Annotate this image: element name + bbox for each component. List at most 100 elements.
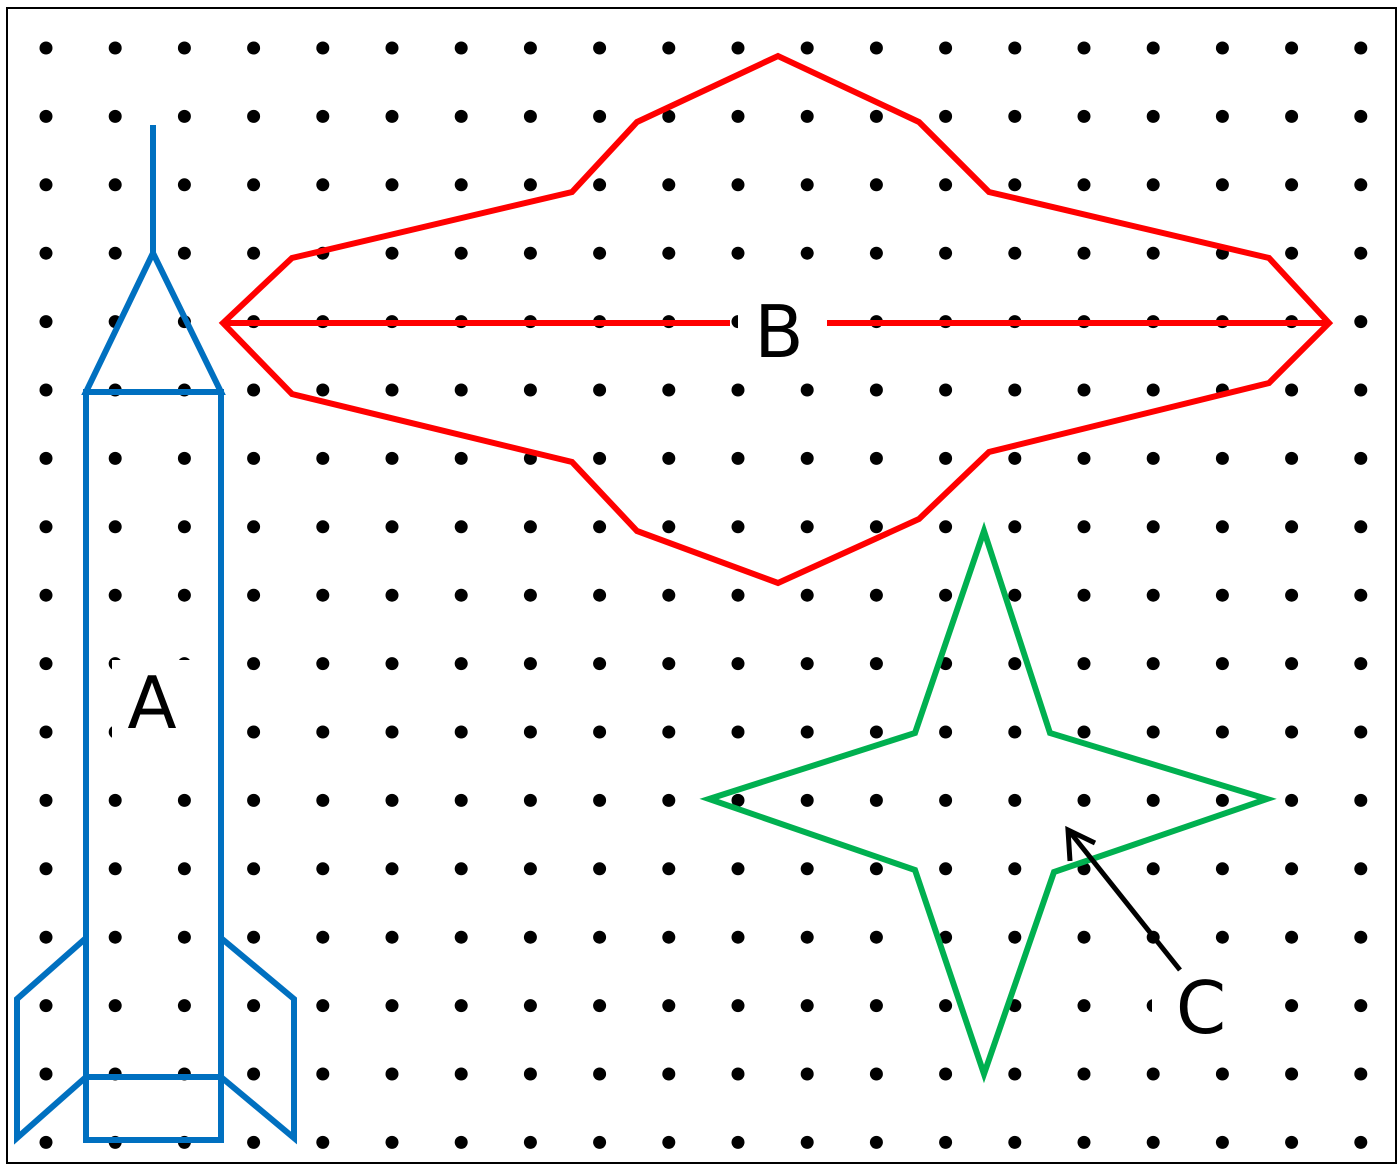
grid-dot [1285,520,1299,534]
grid-dot [454,1135,468,1149]
grid-dot [1008,793,1022,807]
grid-dot [939,109,953,123]
grid-dot [454,725,468,739]
c-label-mask [1152,960,1242,1060]
grid-dot [939,520,953,534]
grid-dot [800,1067,814,1081]
grid-dot [1285,41,1299,55]
grid-dot [593,383,607,397]
grid-dot [1146,862,1160,876]
grid-dot [523,862,537,876]
shape-a-rocket [14,125,297,1145]
grid-dot [1285,862,1299,876]
rocket-right-fin [218,931,297,1145]
grid-dot [1285,657,1299,671]
grid-dot [1215,862,1229,876]
grid-dot [1215,520,1229,534]
grid-dot [1146,246,1160,260]
grid-dot [39,999,53,1013]
grid-dot [523,520,537,534]
grid-dot [1008,657,1022,671]
label-b: B [754,290,803,374]
grid-dot [662,520,676,534]
grid-dot [1146,588,1160,602]
grid-dot [800,930,814,944]
grid-dot [662,999,676,1013]
grid-dot [247,383,261,397]
rocket-body [83,389,224,1143]
grid-dot [731,451,745,465]
grid-dot [385,793,399,807]
grid-dot [731,383,745,397]
grid-dot [593,109,607,123]
grid-dot [523,999,537,1013]
grid-dot [800,178,814,192]
grid-dot [1008,1067,1022,1081]
grid-dot [800,588,814,602]
grid-dot [523,178,537,192]
grid-dot [385,725,399,739]
grid-dot [316,862,330,876]
grid-dot [316,1135,330,1149]
star-outline [699,521,1277,1084]
grid-dot [1354,520,1368,534]
grid-dot [1354,315,1368,329]
grid-dot [316,930,330,944]
grid-dot [800,657,814,671]
grid-dot [1077,1067,1091,1081]
grid-dot [523,246,537,260]
grid-dot [593,246,607,260]
grid-dot [1215,1067,1229,1081]
grid-dot [662,862,676,876]
grid-dot [247,520,261,534]
grid-dot [1008,246,1022,260]
grid-dot [523,588,537,602]
grid-dot [1146,1135,1160,1149]
shape-b-saucer [218,52,1334,587]
grid-dot [593,999,607,1013]
grid-dot [1354,862,1368,876]
saucer-label-mask [738,288,818,380]
grid-dot [1215,725,1229,739]
grid-dot [731,109,745,123]
grid-dot [1354,451,1368,465]
grid-dot [1008,588,1022,602]
grid-dot [731,588,745,602]
grid-dot [39,588,53,602]
grid-dot [454,41,468,55]
grid-dot [731,862,745,876]
grid-dot [1354,178,1368,192]
grid-dot [385,109,399,123]
grid-dot [39,451,53,465]
grid-dot [39,930,53,944]
grid-dot [523,657,537,671]
grid-dot [869,109,883,123]
grid-dot [1354,999,1368,1013]
grid-dot [523,41,537,55]
grid-dot [108,862,122,876]
grid-dot [1215,109,1229,123]
grid-dot [1077,793,1091,807]
grid-dot [1008,930,1022,944]
grid-dot [1077,725,1091,739]
grid-dot [1354,41,1368,55]
grid-dot [177,178,191,192]
grid-dot [523,109,537,123]
grid-dot [454,178,468,192]
grid-dot [454,999,468,1013]
grid-dot [662,109,676,123]
grid-dot [523,1135,537,1149]
grid-dot [1008,1135,1022,1149]
grid-dot [1285,1135,1299,1149]
grid-dot [731,1067,745,1081]
grid-dot [1215,930,1229,944]
label-a: A [127,661,176,745]
grid-dot [1285,178,1299,192]
grid-dot [869,178,883,192]
grid-dot [177,588,191,602]
grid-dot [731,725,745,739]
grid-dot [662,451,676,465]
grid-dot [1008,178,1022,192]
grid-dot [39,41,53,55]
grid-dot [247,862,261,876]
